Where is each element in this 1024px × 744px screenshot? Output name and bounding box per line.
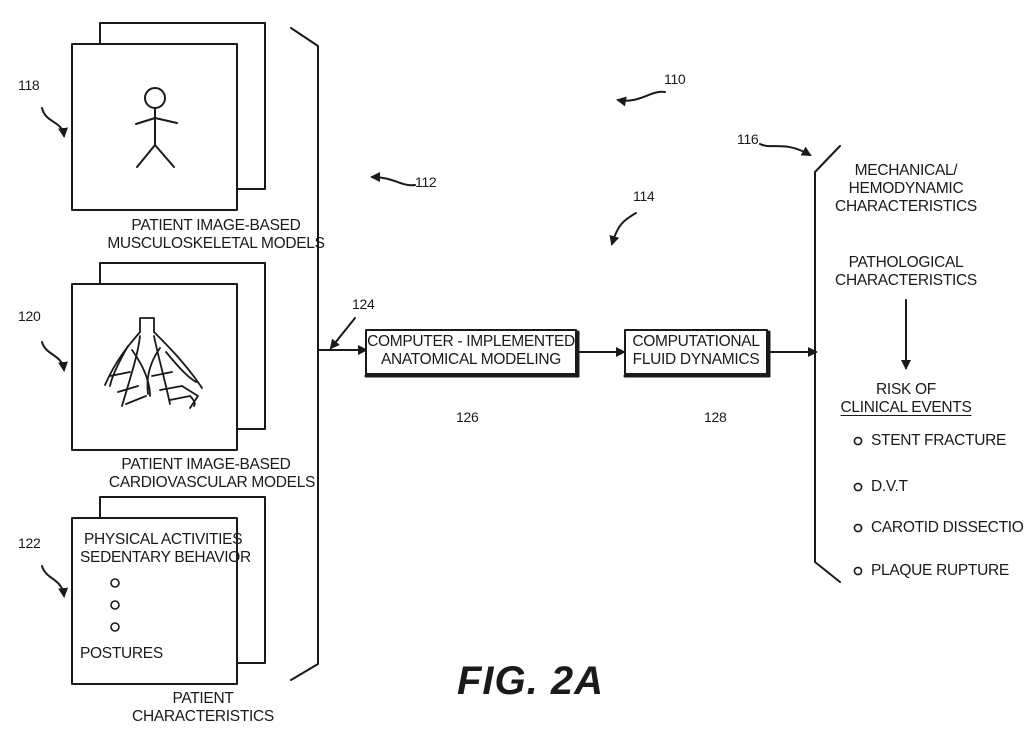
sedentary-behavior-text: SEDENTARY BEHAVIOR <box>80 549 251 566</box>
musculoskeletal-label-line-2: MUSCULOSKELETAL MODELS <box>107 235 325 252</box>
ref-112: 112 <box>415 174 437 190</box>
ref-128: 128 <box>704 409 727 425</box>
cfd-line-1: COMPUTATIONAL <box>632 333 760 350</box>
patient-characteristics-card <box>71 496 266 685</box>
inputs-bracket <box>290 27 319 681</box>
characteristics-label-line-1: PATIENT <box>172 690 234 707</box>
risk-title-line-1: RISK OF <box>876 381 936 398</box>
ref-122-leader <box>41 565 69 598</box>
physical-activities-text: PHYSICAL ACTIVITIES <box>84 531 243 548</box>
postures-text: POSTURES <box>80 645 163 662</box>
ref-120-leader <box>41 341 68 372</box>
mechanical-line-1: MECHANICAL/ <box>854 162 958 179</box>
event-bullets <box>853 436 863 576</box>
ref-118: 118 <box>18 77 40 93</box>
ref-122: 122 <box>18 535 41 551</box>
stick-figure-icon <box>135 87 178 168</box>
cardiovascular-label-line-1: PATIENT IMAGE-BASED <box>121 456 291 473</box>
event-dvt: D.V.T <box>871 478 908 495</box>
ref-110-leader <box>616 90 666 107</box>
event-carotid-dissection: CAROTID DISSECTION <box>871 519 1024 536</box>
anatomical-modeling-box <box>365 329 577 375</box>
vessel-tree-icon <box>104 317 203 409</box>
ref-124: 124 <box>352 296 375 312</box>
ref-126: 126 <box>456 409 479 425</box>
mechanical-line-2: HEMODYNAMIC <box>848 180 964 197</box>
risk-title-line-2: CLINICAL EVENTS <box>840 399 972 416</box>
ref-114: 114 <box>633 188 655 204</box>
musculoskeletal-model-card <box>71 22 266 211</box>
ref-120: 120 <box>18 308 41 324</box>
ref-110: 110 <box>664 71 686 87</box>
figure-label: FIG. 2A <box>457 659 605 703</box>
list-bullets <box>110 578 120 632</box>
cfd-box <box>624 329 768 375</box>
outputs-bracket <box>814 145 841 583</box>
anatomical-modeling-line-2: ANATOMICAL MODELING <box>380 351 562 368</box>
ref-112-leader <box>370 172 416 187</box>
ref-116: 116 <box>737 131 759 147</box>
cardiovascular-model-card <box>71 262 266 451</box>
characteristics-label-line-2: CHARACTERISTICS <box>132 708 274 725</box>
mechanical-line-3: CHARACTERISTICS <box>835 198 977 215</box>
event-plaque-rupture: PLAQUE RUPTURE <box>871 562 1009 579</box>
anatomical-modeling-line-1: COMPUTER - IMPLEMENTED <box>367 333 575 350</box>
pathological-line-2: CHARACTERISTICS <box>835 272 977 289</box>
musculoskeletal-label-line-1: PATIENT IMAGE-BASED <box>131 217 301 234</box>
ref-124-leader <box>329 317 356 350</box>
cfd-line-2: FLUID DYNAMICS <box>632 351 760 368</box>
pathological-line-1: PATHOLOGICAL <box>848 254 964 271</box>
cardiovascular-label-line-2: CARDIOVASCULAR MODELS <box>108 474 316 491</box>
ref-116-leader <box>759 143 812 156</box>
ref-118-leader <box>41 107 68 138</box>
event-stent-fracture: STENT FRACTURE <box>871 432 1007 449</box>
ref-114-leader <box>609 212 637 246</box>
